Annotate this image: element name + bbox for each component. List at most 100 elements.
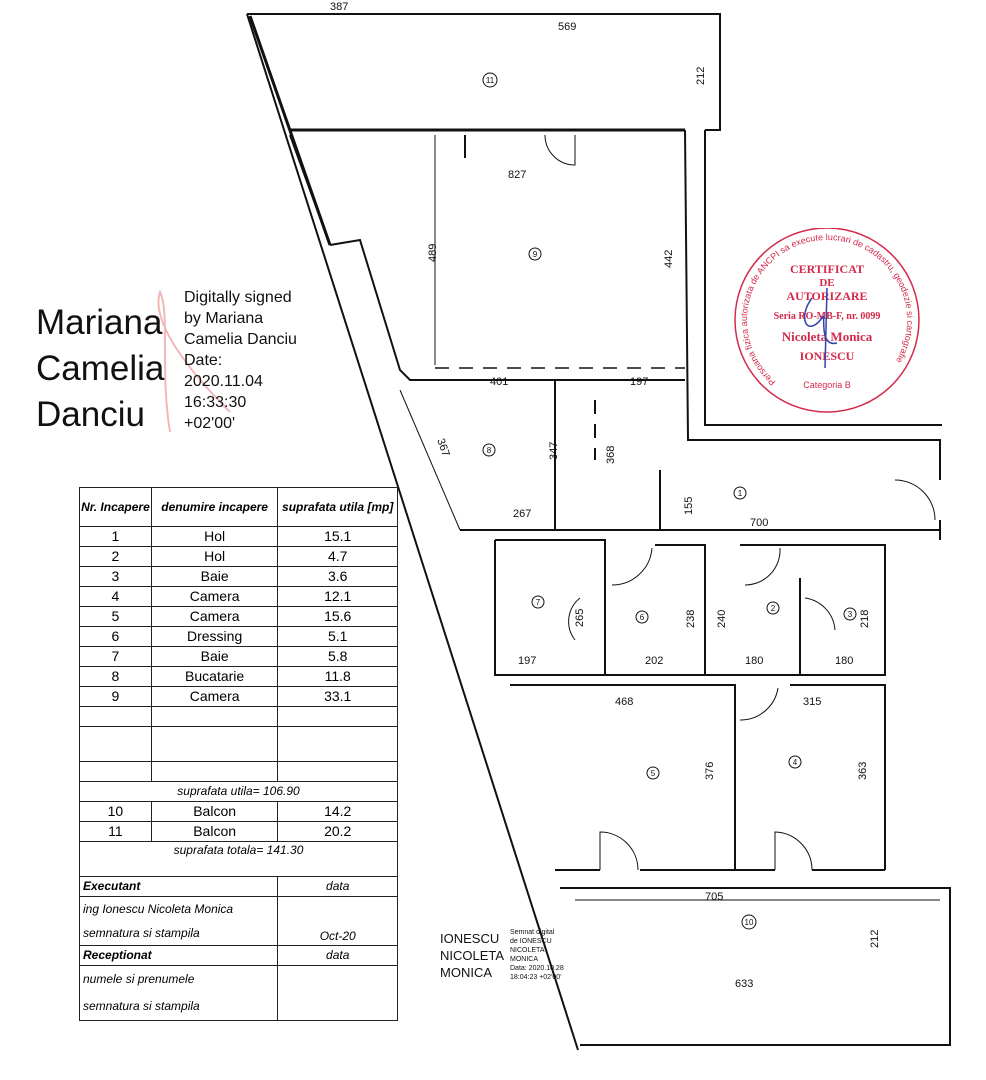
room-marker-3: 3 bbox=[843, 607, 857, 621]
signature-label: semnatura si stampila bbox=[78, 993, 279, 1021]
stamp-line: DE bbox=[819, 277, 834, 289]
sig-info-line: Date: bbox=[184, 352, 223, 369]
room-marker-10: 10 bbox=[741, 914, 757, 930]
signer-name-ionescu: IONESCU NICOLETA MONICA bbox=[440, 930, 504, 981]
svg-text:7: 7 bbox=[536, 598, 541, 607]
dimension-label: 700 bbox=[750, 517, 768, 529]
signer-name-line: Mariana bbox=[36, 303, 163, 342]
svg-text:6: 6 bbox=[640, 613, 645, 622]
signer-name-line: Camelia bbox=[36, 349, 165, 388]
room-marker-11: 11 bbox=[482, 72, 498, 88]
dimension-label: 401 bbox=[490, 376, 508, 388]
svg-text:1: 1 bbox=[738, 489, 743, 498]
signature-label: semnatura si stampila bbox=[78, 921, 279, 946]
signer-name-line: IONESCU bbox=[440, 931, 500, 946]
dimension-label: 489 bbox=[427, 244, 439, 262]
dimension-label: 155 bbox=[683, 497, 695, 515]
signer-name-line: NICOLETA bbox=[440, 948, 505, 963]
dimension-label: 376 bbox=[704, 762, 716, 780]
date-label: data bbox=[277, 876, 398, 897]
dimension-label: 202 bbox=[645, 655, 663, 667]
sig-info-line: by Mariana bbox=[184, 310, 264, 327]
dimension-label: 197 bbox=[518, 655, 536, 667]
executant-date: Oct-20 bbox=[277, 896, 398, 946]
sig-info-line: de IONESCU bbox=[510, 938, 552, 945]
empty-row bbox=[79, 726, 398, 762]
stamp-line: CERTIFICAT bbox=[790, 262, 864, 276]
dimension-label: 240 bbox=[716, 610, 728, 628]
executant-label: Executant bbox=[78, 876, 279, 897]
empty-row bbox=[79, 706, 398, 727]
stamp-line: IONESCU bbox=[800, 349, 855, 363]
svg-text:5: 5 bbox=[651, 769, 656, 778]
sig-info-line: Semnat digital bbox=[510, 929, 555, 936]
sig-info-line: 16:33:30 bbox=[184, 394, 247, 411]
dimension-label: 442 bbox=[663, 250, 675, 268]
signer-name-line: MONICA bbox=[440, 965, 492, 980]
digital-signature-info: Digitally signed by Mariana Camelia Danc… bbox=[184, 287, 324, 434]
svg-text:2: 2 bbox=[771, 604, 776, 613]
dimension-label: 367 bbox=[434, 437, 452, 458]
diagonal-facade-wall bbox=[246, 13, 579, 1051]
sig-info-line: 2020.11.04 bbox=[184, 373, 263, 390]
room-marker-9: 9 bbox=[528, 247, 542, 261]
room-marker-8: 8 bbox=[482, 443, 496, 457]
room-marker-6: 6 bbox=[635, 610, 649, 624]
dimension-label: 218 bbox=[859, 610, 871, 628]
svg-text:10: 10 bbox=[745, 918, 754, 927]
dimension-label: 212 bbox=[695, 67, 707, 85]
signer-name-mariana: Mariana Camelia Danciu bbox=[36, 300, 164, 438]
header-area: suprafata utila [mp] bbox=[277, 487, 398, 527]
room-marker-7: 7 bbox=[531, 595, 545, 609]
svg-text:4: 4 bbox=[793, 758, 798, 767]
dimension-label: 368 bbox=[605, 446, 617, 464]
sig-info-line: 18:04:23 +02'00' bbox=[510, 974, 562, 981]
usable-area-total: suprafata utila= 106.90 bbox=[79, 781, 398, 802]
signer-name-line: Danciu bbox=[36, 395, 145, 434]
dimension-label: 705 bbox=[705, 891, 723, 903]
total-area: suprafata totala= 141.30 bbox=[79, 841, 398, 877]
svg-text:8: 8 bbox=[487, 446, 492, 455]
dimension-label: 468 bbox=[615, 696, 633, 708]
dimension-label: 315 bbox=[803, 696, 821, 708]
signature-logo-mark bbox=[157, 289, 231, 433]
dimension-label: 197 bbox=[630, 376, 648, 388]
handwritten-signature bbox=[803, 287, 838, 369]
name-label: numele si prenumele bbox=[78, 965, 279, 993]
dimension-label: 180 bbox=[835, 655, 853, 667]
receptionat-label: Receptionat bbox=[78, 945, 279, 966]
stamp-category: Categoria B bbox=[803, 380, 851, 390]
dimension-label: 238 bbox=[685, 610, 697, 628]
sig-info-line: +02'00' bbox=[184, 415, 236, 432]
svg-text:3: 3 bbox=[848, 610, 853, 619]
empty-row bbox=[79, 761, 398, 782]
dimension-label: 363 bbox=[857, 762, 869, 780]
room-marker-1: 1 bbox=[733, 486, 747, 500]
svg-text:9: 9 bbox=[533, 250, 538, 259]
room-marker-4: 4 bbox=[788, 755, 802, 769]
header-name: denumire incapere bbox=[150, 487, 279, 527]
dimension-label: 212 bbox=[869, 930, 881, 948]
dimension-label: 265 bbox=[574, 609, 586, 627]
sig-info-line: Camelia Danciu bbox=[184, 331, 297, 348]
sig-info-line: NICOLETA bbox=[510, 947, 545, 954]
dimension-label: 180 bbox=[745, 655, 763, 667]
authorization-stamp: Persoana fizica autorizata de ANCPI sa e… bbox=[734, 228, 920, 413]
dimension-label: 347 bbox=[548, 442, 560, 460]
room-marker-5: 5 bbox=[646, 766, 660, 780]
sig-info-line: Digitally signed bbox=[184, 289, 292, 306]
header-nr: Nr. Incapere bbox=[79, 487, 152, 527]
dimension-label: 387 bbox=[330, 1, 348, 13]
sig-info-line: MONICA bbox=[510, 956, 538, 963]
